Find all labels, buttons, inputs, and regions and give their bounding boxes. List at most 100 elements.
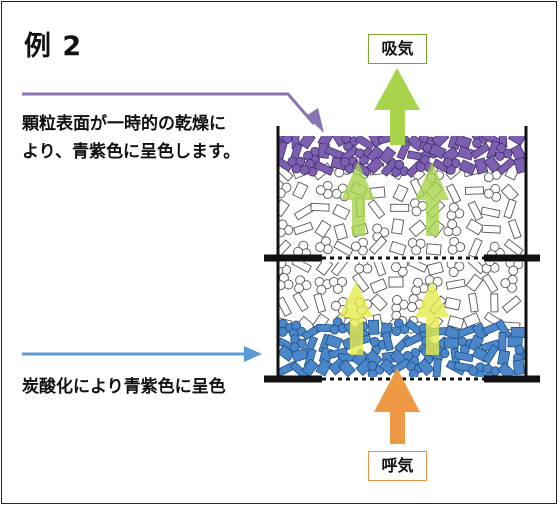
granule [325, 333, 343, 350]
granule [303, 335, 319, 356]
granule [481, 224, 501, 234]
granule [431, 136, 450, 148]
granule [505, 262, 524, 276]
granule [278, 180, 292, 199]
surface-drying-note-line2: より、青紫色に呈色します。 [22, 142, 241, 162]
granule [369, 293, 388, 312]
granule [388, 276, 404, 288]
granule [480, 206, 501, 219]
granule [391, 218, 405, 235]
granule [288, 320, 307, 339]
granule [354, 262, 373, 274]
granule [494, 143, 513, 161]
granule [367, 199, 386, 220]
granule [315, 236, 333, 255]
granule [468, 237, 483, 258]
granule [503, 238, 524, 257]
granule [287, 156, 306, 174]
granule [446, 202, 465, 221]
granule [402, 332, 424, 348]
granule [294, 275, 312, 294]
granule [298, 136, 316, 150]
granule [470, 142, 491, 160]
granule [278, 344, 296, 363]
purple-granule-layer [278, 136, 526, 178]
granule [503, 198, 517, 220]
granule [411, 277, 429, 296]
granule [381, 331, 394, 352]
granule [315, 180, 333, 199]
granule [468, 362, 486, 377]
granule [278, 239, 292, 258]
granule [372, 223, 390, 242]
granule [314, 219, 332, 239]
granule [278, 272, 294, 291]
granule [368, 235, 388, 255]
granule [481, 273, 499, 294]
granule [354, 136, 375, 151]
granule [482, 344, 500, 365]
granule [407, 238, 426, 256]
granule [291, 262, 312, 274]
granule [278, 198, 290, 218]
granule [313, 160, 335, 176]
granule [444, 296, 462, 311]
green-flow-arrow-left [341, 162, 375, 236]
granule [447, 315, 465, 330]
granule [408, 219, 428, 238]
granule [365, 156, 385, 175]
exhale-label: 呼気 [368, 451, 427, 481]
granule [468, 292, 479, 313]
granule [341, 136, 359, 152]
granule [278, 219, 294, 238]
granule [443, 337, 459, 349]
granule [378, 146, 397, 165]
granule [453, 350, 474, 363]
granule [498, 331, 507, 351]
granule [351, 272, 370, 293]
granule [292, 291, 309, 312]
yellow-flow-arrow-left [339, 281, 373, 355]
granule [391, 295, 409, 313]
granule [481, 262, 500, 274]
granule [513, 344, 526, 363]
granule [369, 278, 388, 294]
granule [339, 156, 358, 174]
granule [446, 262, 465, 277]
granule [501, 295, 522, 314]
inhale-label: 吸気 [368, 34, 427, 64]
blue-pointer-arrow-icon [22, 346, 262, 362]
granule [458, 159, 477, 176]
granule [391, 159, 409, 177]
granule [329, 317, 348, 335]
granule [500, 274, 518, 293]
granule [483, 183, 502, 202]
granule [303, 146, 320, 165]
granule [426, 262, 444, 276]
granule [372, 262, 387, 277]
surface-drying-note: 顆粒表面が一時的の乾燥に より、青紫色に呈色します。 [22, 110, 240, 166]
granule [442, 157, 461, 175]
granule [278, 296, 292, 317]
granule [289, 334, 307, 353]
granule [500, 183, 519, 202]
granule [329, 276, 347, 294]
granule [292, 221, 314, 236]
granule [391, 318, 410, 337]
granule [388, 240, 407, 256]
exhale-arrow-icon [374, 368, 420, 444]
granule [396, 139, 412, 161]
granule [313, 292, 327, 314]
granule [368, 319, 380, 335]
granule [443, 219, 462, 237]
granule [507, 136, 526, 147]
granule [291, 347, 309, 363]
figure-title: 例 2 [24, 31, 83, 62]
green-flow-arrow-right [415, 162, 449, 236]
granule [407, 262, 428, 273]
granule [445, 278, 466, 290]
granule [328, 136, 346, 148]
granule [314, 277, 333, 295]
granule [409, 198, 428, 217]
